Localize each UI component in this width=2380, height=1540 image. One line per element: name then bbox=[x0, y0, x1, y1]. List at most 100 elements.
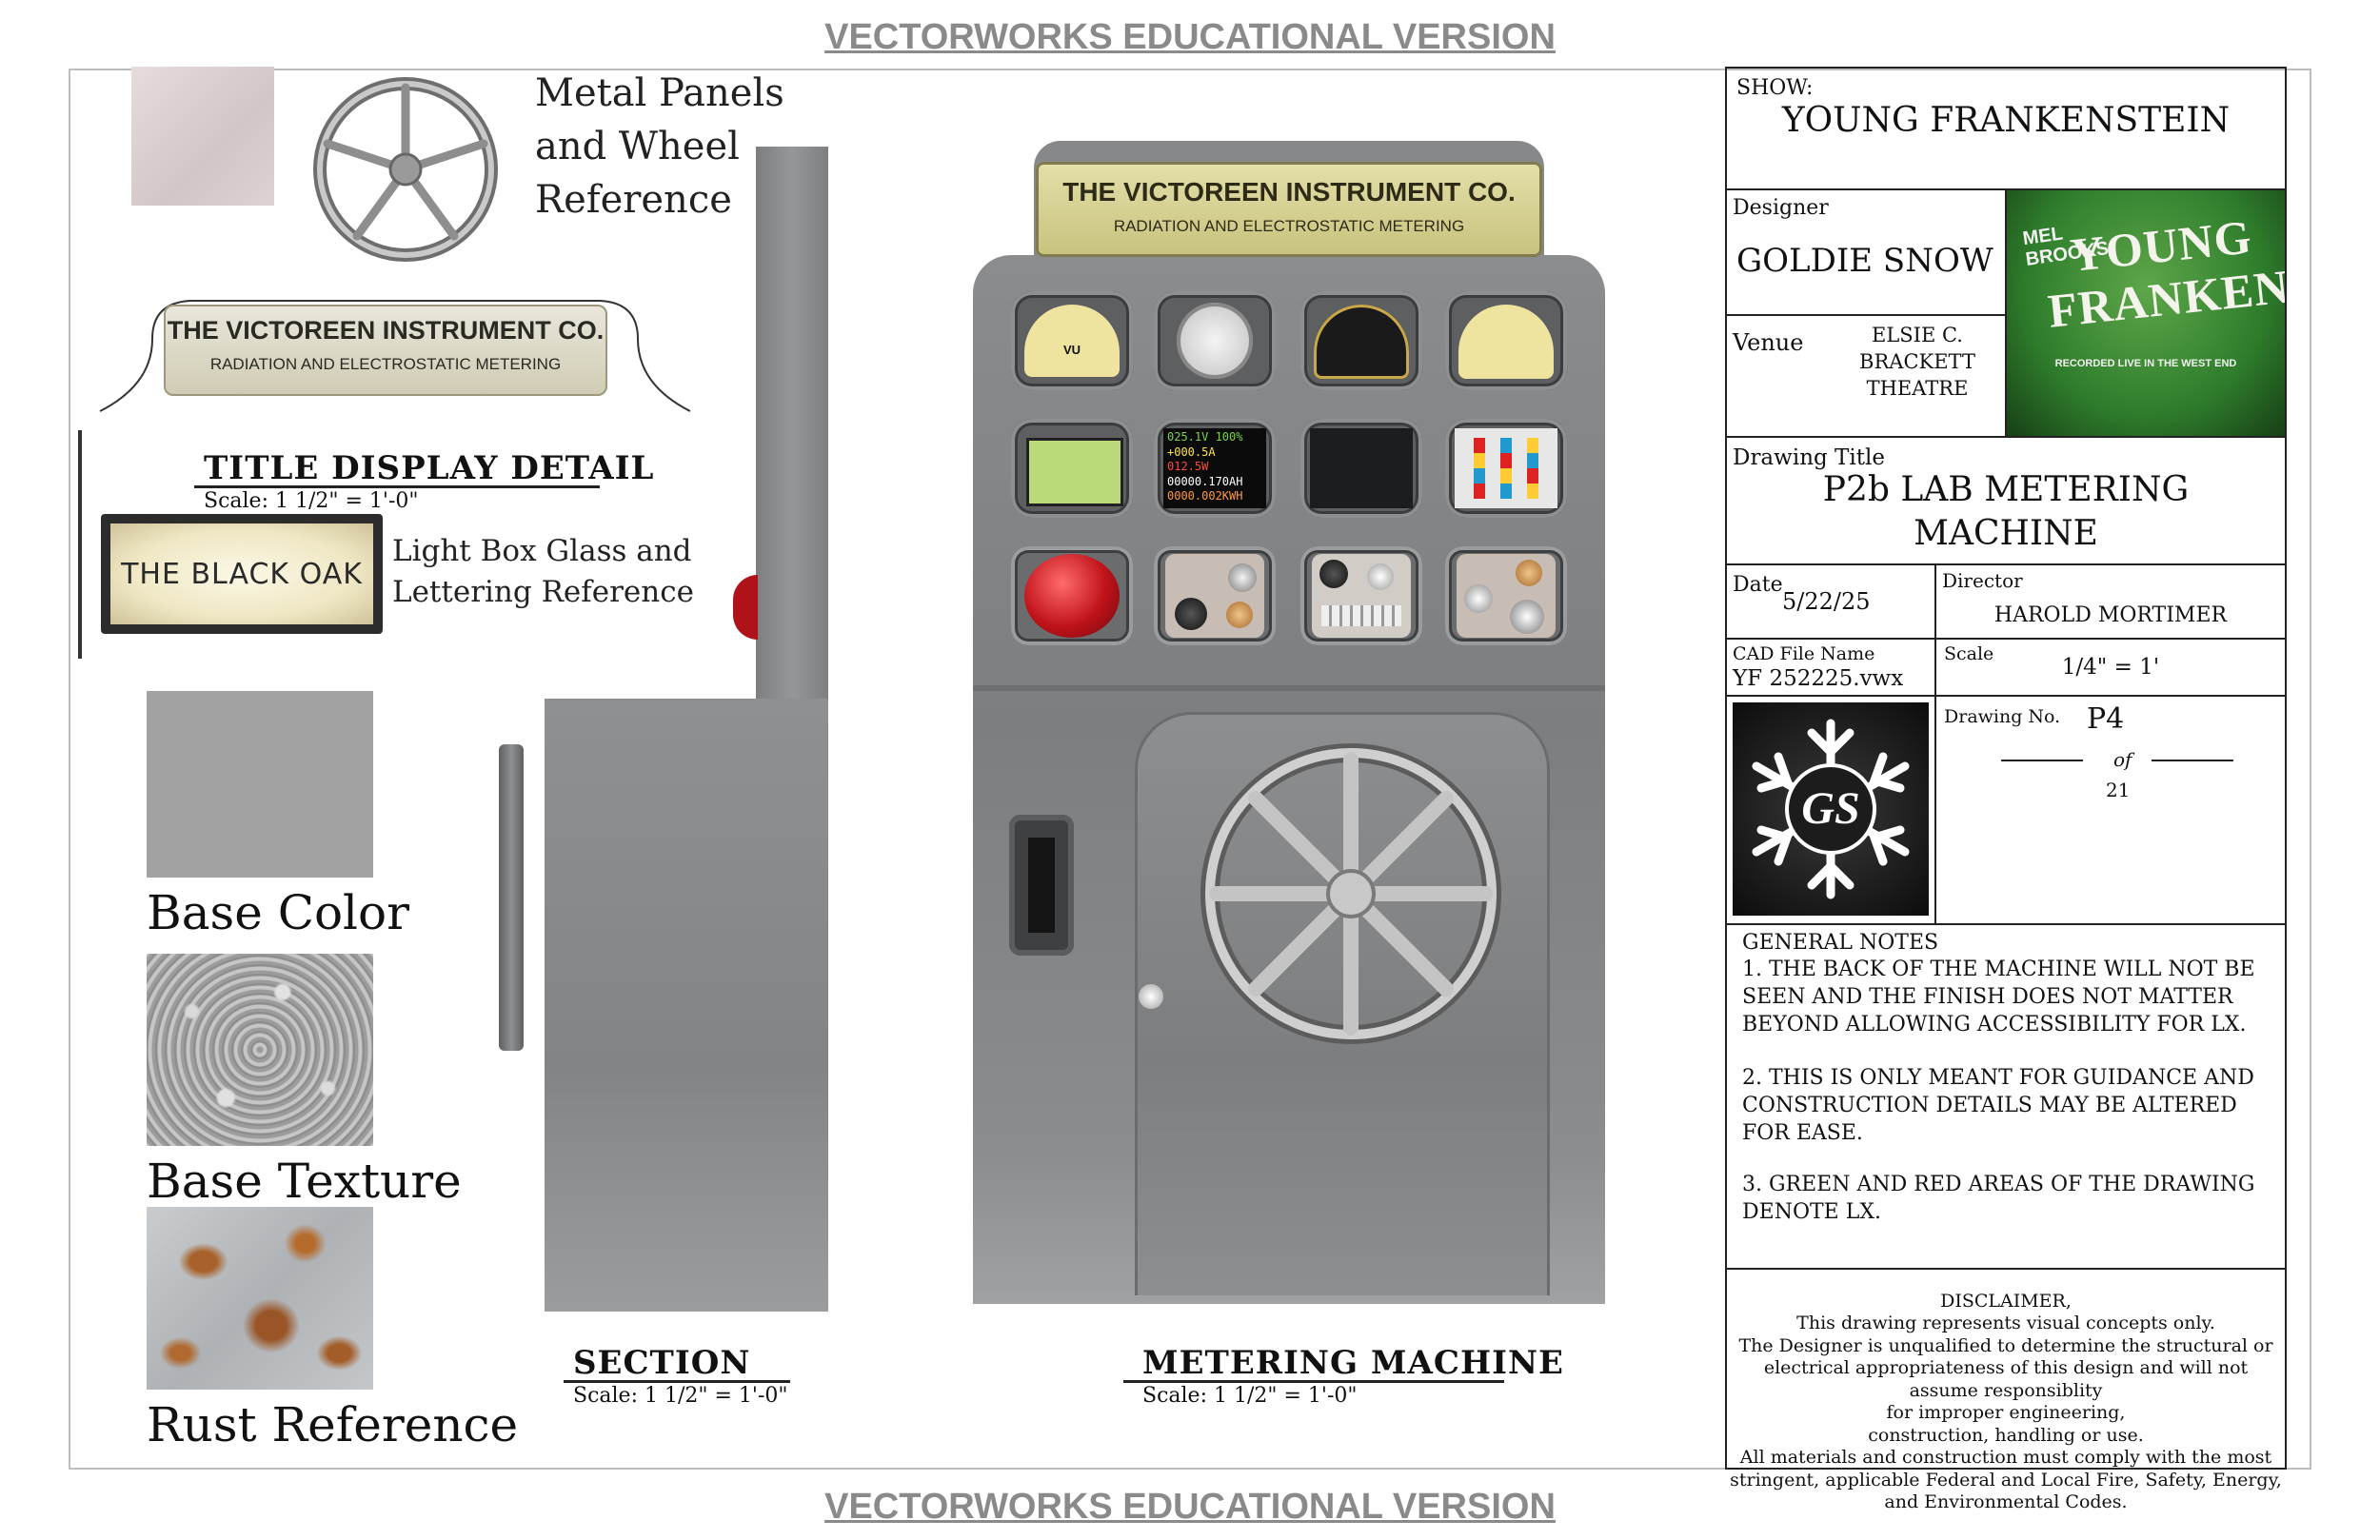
lcd-meter bbox=[1011, 419, 1133, 518]
designer-logo-cell: GS bbox=[1727, 697, 1936, 925]
knob-icon[interactable] bbox=[1510, 600, 1544, 634]
base-color-swatch bbox=[147, 691, 373, 878]
disclaimer-text: This drawing represents visual concepts … bbox=[1730, 1313, 2282, 1512]
machine-plaque-company: THE VICTOREEN INSTRUMENT CO. bbox=[1062, 177, 1516, 207]
drawing-no-value: P4 bbox=[2087, 702, 2125, 736]
title-block: SHOW: YOUNG FRANKENSTEIN Designer GOLDIE… bbox=[1725, 67, 2287, 1512]
machine-divider bbox=[973, 685, 1605, 691]
knob-icon[interactable] bbox=[1367, 563, 1394, 590]
title-display-scale: Scale: 1 1/2" = 1'-0" bbox=[204, 489, 419, 513]
base-texture-label: Base Texture bbox=[147, 1154, 462, 1209]
breaker-panel bbox=[1445, 419, 1567, 518]
metering-machine: THE VICTOREEN INSTRUMENT CO. RADIATION A… bbox=[973, 141, 1605, 1304]
watermark-bottom: VECTORWORKS EDUCATIONAL VERSION bbox=[824, 1487, 1556, 1527]
date-label: Date bbox=[1733, 573, 1783, 597]
door-knob-icon[interactable] bbox=[1139, 984, 1163, 1009]
light-box-label: Light Box Glass and Lettering Reference bbox=[392, 534, 694, 609]
vu-label: VU bbox=[1062, 343, 1081, 357]
base-texture-swatch bbox=[147, 954, 373, 1146]
display-line-2: +000.5A bbox=[1167, 444, 1216, 459]
venue-label: Venue bbox=[1733, 329, 1804, 356]
display-line-3: 012.5W bbox=[1167, 460, 1209, 473]
temperature-gauge bbox=[1445, 291, 1567, 390]
date-cell: Date 5/22/25 bbox=[1727, 565, 1936, 640]
director-name: HAROLD MORTIMER bbox=[1993, 603, 2228, 627]
plaque-subtitle: RADIATION AND ELECTROSTATIC METERING bbox=[209, 355, 562, 373]
base-color-label: Base Color bbox=[147, 885, 410, 940]
section-title-rule bbox=[564, 1380, 790, 1383]
drawing-sheet-border bbox=[69, 69, 2311, 1470]
metal-panel-swatch bbox=[131, 67, 274, 206]
electric-meter bbox=[1154, 291, 1276, 390]
drawing-title-label: Drawing Title bbox=[1733, 445, 1885, 470]
drawing-no-label: Drawing No. bbox=[1944, 706, 2061, 727]
rust-reference-swatch bbox=[147, 1207, 373, 1390]
knob-panel-2 bbox=[1445, 546, 1567, 645]
vu-meter: VU bbox=[1011, 291, 1133, 390]
venue-name: ELSIE C. BRACKETT THEATRE bbox=[1859, 324, 1975, 400]
scale-label: Scale bbox=[1944, 643, 1994, 664]
disclaimer-title: DISCLAIMER, bbox=[1940, 1291, 2072, 1312]
keypad[interactable] bbox=[1321, 605, 1401, 626]
power-display: 025.1V 100% +000.5A 012.5W 00000.170AH 0… bbox=[1154, 419, 1276, 518]
keypad-panel bbox=[1300, 546, 1422, 645]
knob-icon[interactable] bbox=[1228, 563, 1257, 592]
machine-door[interactable] bbox=[1135, 712, 1550, 1295]
logo-sub-text: RECORDED LIVE IN THE WEST END bbox=[2054, 358, 2237, 369]
section-red-button bbox=[733, 575, 758, 640]
title-display-view-title: TITLE DISPLAY DETAIL bbox=[204, 449, 655, 487]
big-red-button[interactable] bbox=[1024, 554, 1120, 638]
knob-icon[interactable] bbox=[1226, 602, 1253, 628]
rust-reference-label: Rust Reference bbox=[147, 1397, 519, 1452]
machine-side-window bbox=[1009, 815, 1074, 956]
knob-icon[interactable] bbox=[1319, 560, 1348, 588]
light-box-sign-text: THE BLACK OAK bbox=[121, 557, 363, 591]
title-display-outline bbox=[99, 300, 691, 412]
machine-wheel-icon[interactable] bbox=[1194, 737, 1508, 1051]
note-3: 3. GREEN AND RED AREAS OF THE DRAWING DE… bbox=[1742, 1173, 2255, 1224]
cad-cell: CAD File Name YF 252225.vwx bbox=[1727, 640, 1936, 697]
oscilloscope-display bbox=[1300, 419, 1422, 518]
title-display-edge bbox=[78, 430, 82, 659]
snowflake-icon bbox=[1752, 719, 1910, 899]
light-box-frame: THE BLACK OAK bbox=[101, 514, 383, 634]
speedometer-gauge bbox=[1300, 291, 1422, 390]
show-logo: MEL BROOKS YOUNG FRANKENSTEIN RECORDED L… bbox=[2007, 190, 2285, 438]
machine-title-rule bbox=[1123, 1380, 1504, 1383]
designer-cell: Designer GOLDIE SNOW bbox=[1727, 190, 2007, 316]
of-label: of bbox=[2113, 748, 2132, 771]
display-line-5: 0000.002KWH bbox=[1167, 489, 1243, 503]
cad-label: CAD File Name bbox=[1733, 643, 1875, 664]
designer-name: GOLDIE SNOW bbox=[1736, 242, 1993, 280]
red-button-panel bbox=[1011, 546, 1133, 645]
director-label: Director bbox=[1942, 569, 2023, 592]
wheel-reference-image bbox=[313, 77, 498, 262]
date-value: 5/22/25 bbox=[1782, 588, 1871, 615]
drawing-title-cell: Drawing Title P2b LAB METERING MACHINE bbox=[1727, 438, 2285, 565]
section-upper-panel bbox=[756, 147, 828, 702]
knob-icon[interactable] bbox=[1464, 584, 1493, 613]
machine-scale: Scale: 1 1/2" = 1'-0" bbox=[1142, 1384, 1358, 1408]
cad-file-name: YF 252225.vwx bbox=[1733, 666, 1904, 691]
knob-icon[interactable] bbox=[1175, 598, 1207, 630]
machine-view-title: METERING MACHINE bbox=[1142, 1344, 1564, 1382]
notes-title: GENERAL NOTES bbox=[1742, 931, 1939, 955]
designer-logo: GS bbox=[1733, 702, 1929, 916]
machine-plaque: THE VICTOREEN INSTRUMENT CO. RADIATION A… bbox=[1036, 162, 1542, 257]
plaque-company: THE VICTOREEN INSTRUMENT CO. bbox=[167, 316, 605, 345]
show-label: SHOW: bbox=[1736, 76, 1814, 100]
director-cell: Director HAROLD MORTIMER bbox=[1936, 565, 2285, 640]
display-line-4: 00000.170AH bbox=[1167, 474, 1243, 488]
drawing-total: 21 bbox=[2106, 779, 2131, 801]
display-line-1: 025.1V 100% bbox=[1167, 430, 1243, 444]
knob-icon[interactable] bbox=[1516, 560, 1542, 586]
section-handle bbox=[499, 744, 524, 1051]
title-display-rule bbox=[194, 485, 600, 488]
section-scale: Scale: 1 1/2" = 1'-0" bbox=[573, 1384, 788, 1408]
title-display-plaque: THE VICTOREEN INSTRUMENT CO. RADIATION A… bbox=[164, 305, 607, 396]
show-cell: SHOW: YOUNG FRANKENSTEIN bbox=[1727, 69, 2285, 190]
disclaimer-cell: DISCLAIMER, This drawing represents visu… bbox=[1727, 1270, 2285, 1512]
drawing-title: P2b LAB METERING MACHINE bbox=[1822, 470, 2190, 553]
section-lower-body bbox=[545, 699, 828, 1312]
note-1: 1. THE BACK OF THE MACHINE WILL NOT BE S… bbox=[1742, 958, 2255, 1037]
